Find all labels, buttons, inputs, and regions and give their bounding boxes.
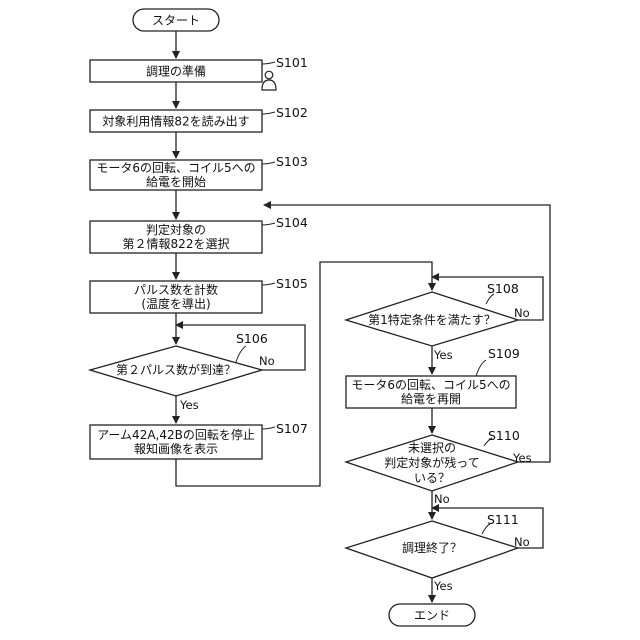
- decision-s106-label: S106: [236, 331, 268, 346]
- step-s102-text: 対象利用情報82を読み出す: [102, 114, 249, 129]
- step-s107-text-1: アーム42A,42Bの回転を停止: [97, 427, 255, 442]
- step-s103-label: S103: [276, 154, 308, 169]
- decision-s111-label: S111: [487, 512, 519, 527]
- step-s109-label: S109: [488, 346, 520, 361]
- decision-s110-text-1: 未選択の: [408, 441, 456, 455]
- decision-s110-no: No: [434, 492, 450, 506]
- decision-s106-no: No: [259, 354, 275, 368]
- decision-s106-leader: [236, 346, 246, 362]
- decision-s108-label: S108: [487, 281, 519, 296]
- step-s102-label: S102: [276, 105, 308, 120]
- step-s104-text-1: 判定対象の: [146, 222, 206, 237]
- step-s105-label: S105: [276, 276, 308, 291]
- end-label: エンド: [414, 609, 450, 623]
- decision-s111-text: 調理終了？: [402, 540, 462, 555]
- step-s105-text-2: (温度を導出): [141, 296, 210, 311]
- decision-s110-label: S110: [488, 428, 520, 443]
- decision-s111-yes: Yes: [433, 579, 453, 593]
- step-s107-label: S107: [276, 421, 308, 436]
- step-s109-leader: [476, 360, 486, 376]
- step-s109-text-1: モータ6の回転、コイル5への: [351, 378, 510, 392]
- step-s105-text-1: パルス数を計数: [134, 282, 218, 297]
- step-s101-leader: [262, 62, 275, 64]
- step-s107-text-2: 報知画像を表示: [134, 442, 218, 456]
- step-s101-text: 調理の準備: [146, 64, 206, 79]
- step-s103-text-2: 給電を開始: [146, 175, 206, 189]
- decision-s108-no: No: [514, 306, 530, 320]
- step-s104-label: S104: [276, 215, 308, 230]
- decision-s108-text: 第1特定条件を満たす？: [368, 312, 496, 327]
- step-s101-label: S101: [276, 55, 308, 70]
- decision-s110-text-2: 判定対象が残って: [384, 455, 479, 470]
- decision-s111-no: No: [514, 535, 530, 549]
- decision-s106-text: 第２パルス数が到達？: [116, 362, 236, 377]
- step-s105-leader: [262, 283, 275, 285]
- decision-s108-yes: Yes: [433, 348, 453, 362]
- person-icon: [262, 71, 276, 90]
- step-s104-text-2: 第２情報822を選択: [123, 237, 230, 251]
- step-s107-leader: [262, 427, 275, 429]
- start-label: スタート: [152, 14, 200, 28]
- step-s104-leader: [262, 223, 275, 225]
- step-s103-text-1: モータ6の回転、コイル5への: [96, 161, 255, 175]
- decision-s106-yes: Yes: [179, 398, 199, 412]
- step-s109-text-2: 給電を再開: [401, 392, 461, 406]
- decision-s110-yes: Yes: [512, 451, 532, 465]
- decision-s110-text-3: いる？: [414, 471, 450, 485]
- step-s102-leader: [262, 112, 275, 114]
- step-s103-leader: [262, 162, 275, 164]
